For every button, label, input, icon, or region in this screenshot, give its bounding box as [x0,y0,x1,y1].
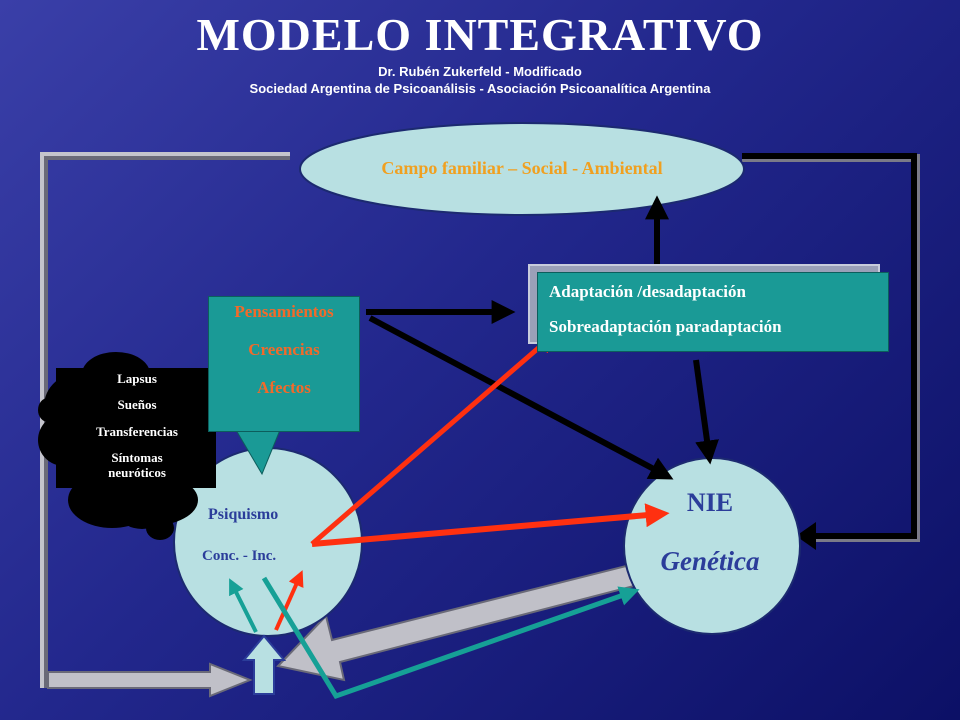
pensamientos-box [208,296,360,432]
cloud-neuroticos: neuróticos [108,465,166,480]
teal-arrow-to-genetica [261,576,640,700]
conc-inc-label: Conc. - Inc. [202,548,277,564]
red-arrow-to-nie [311,503,670,547]
gray-feedback-line [40,152,290,688]
institutions-line: Sociedad Argentina de Psicoanálisis - As… [249,81,711,96]
pensamientos-label: Pensamientos [234,302,334,321]
afectos-label: Afectos [257,378,311,397]
black-arrow-adapt-to-nie [693,359,719,465]
adaptacion-box [537,272,889,352]
black-arrow-pens-to-nie [368,315,674,480]
page-title: MODELO INTEGRATIVO [196,9,764,60]
red-arrow-up-psiquismo [274,570,304,631]
black-right-loop [742,153,920,550]
nie-label: NIE [686,488,734,517]
cloud-lapsus: Lapsus [117,371,157,386]
sobreadaptacion-label: Sobreadaptación paradaptación [549,317,782,336]
cloud-transferencias: Transferencias [96,424,178,439]
adaptacion-label: Adaptación /desadaptación [549,282,746,301]
cloud-shape [38,352,216,540]
campo-ellipse [299,122,745,216]
light-blue-up-arrow [241,634,287,695]
cloud-sintomas: Síntomas [111,450,163,465]
creencias-label: Creencias [248,340,320,359]
author-line: Dr. Rubén Zukerfeld - Modificado [378,64,582,79]
cloud-suenos: Sueños [117,397,157,412]
gray-arrow-genetica [276,564,636,682]
red-arrow-to-adapt [310,332,557,546]
campo-label: Campo familiar – Social - Ambiental [381,158,663,178]
gray-arrow-bottom [47,662,253,698]
genetica-label: Genética [660,546,760,576]
teal-arrow-up-left [229,578,258,633]
psiquismo-label: Psiquismo [208,506,279,523]
